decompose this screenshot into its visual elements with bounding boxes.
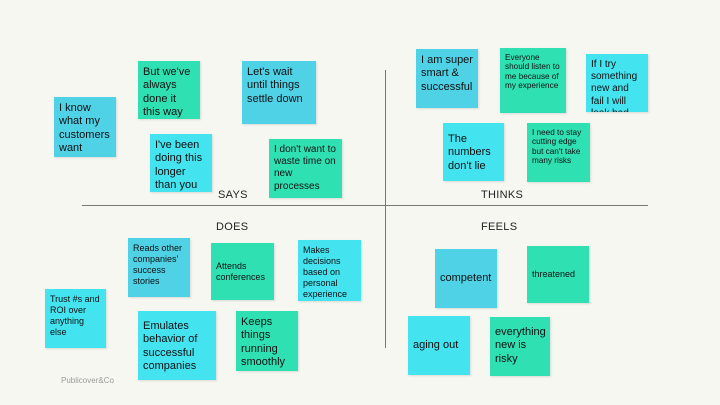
quadrant-label-does: DOES (216, 221, 249, 233)
sticky-note-know-customers: I know what my customers want (54, 97, 116, 157)
sticky-note-keeps-running: Keeps things running smoothly (236, 311, 298, 371)
sticky-note-attends: Attends conferences (211, 243, 274, 300)
sticky-note-emulates: Emulates behavior of successful companie… (138, 311, 216, 380)
footer-credit: Publicover&Co (61, 376, 114, 385)
sticky-note-numbers: The numbers don't lie (443, 123, 504, 181)
vertical-axis (385, 70, 386, 348)
sticky-note-trust-roi: Trust #s and ROI over anything else (45, 289, 106, 348)
quadrant-label-feels: FEELS (481, 221, 518, 233)
sticky-note-aging-out: aging out (408, 316, 470, 375)
sticky-note-cutting-edge: I need to stay cutting edge but can't ta… (527, 123, 590, 182)
quadrant-label-thinks: THINKS (481, 189, 524, 201)
sticky-note-dont-waste: I don't want to waste time on new proces… (269, 139, 342, 198)
sticky-note-doing-longer: I've been doing this longer than you (150, 134, 212, 192)
horizontal-axis (82, 205, 648, 206)
sticky-note-wait-settle: Let's wait until things settle down (242, 61, 316, 124)
sticky-note-always-done: But we've always done it this way (138, 61, 200, 119)
sticky-note-risky: everything new is risky (490, 317, 550, 376)
sticky-note-competent: competent (435, 249, 497, 308)
sticky-note-try-fail: If I try something new and fail I will l… (586, 54, 648, 112)
sticky-note-super-smart: I am super smart & successful (416, 49, 478, 108)
sticky-note-threatened: threatened (527, 246, 589, 303)
sticky-note-decisions: Makes decisions based on personal experi… (298, 240, 361, 301)
quadrant-label-says: SAYS (218, 189, 248, 201)
sticky-note-listen-to-me: Everyone should listen to me because of … (500, 48, 566, 113)
sticky-note-reads-stories: Reads other companies' success stories (128, 238, 190, 297)
